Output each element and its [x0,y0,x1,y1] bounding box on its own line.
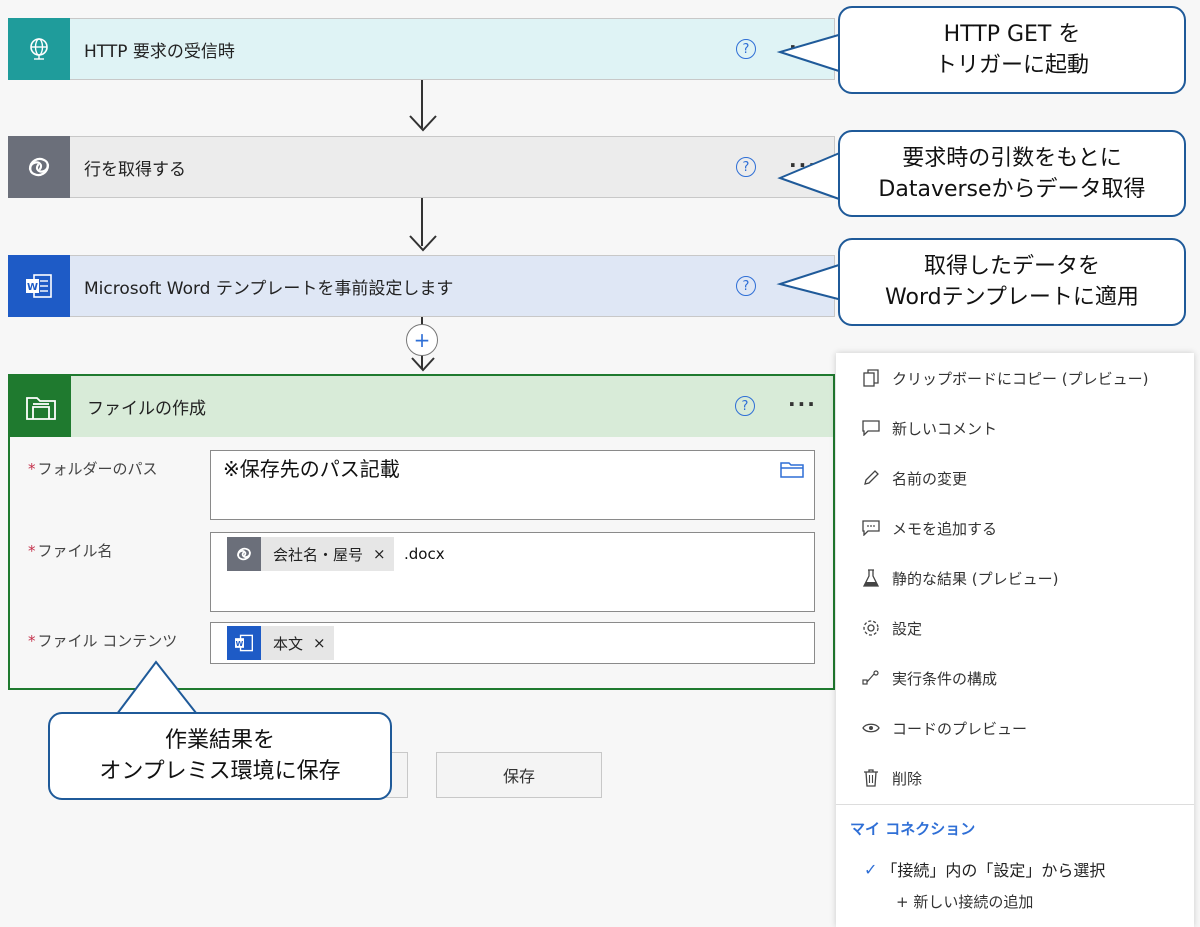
callout-pointer [776,263,843,301]
svg-text:W: W [236,640,244,648]
step-http-trigger[interactable]: HTTP 要求の受信時 ? ··· [8,17,835,80]
callout-trigger: HTTP GET を トリガーに起動 [838,6,1186,94]
dataverse-icon [8,135,70,198]
help-icon[interactable]: ? [736,39,756,59]
folder-path-label: *フォルダーのパス [28,460,158,478]
connection-label: 「接続」内の「設定」から選択 [881,861,1106,880]
callout-pointer [777,151,843,201]
dataverse-icon [227,537,261,571]
checkmark-icon: ✓ [864,859,878,879]
step-header[interactable]: ファイルの作成 ? ··· [10,376,833,437]
callout-save: 作業結果を オンプレミス環境に保存 [48,712,392,800]
help-icon[interactable]: ? [736,276,756,296]
gear-icon [860,617,882,639]
folder-icon [10,376,71,437]
folder-path-value: ※保存先のパス記載 [223,457,400,481]
add-connection-link[interactable]: + 新しい接続の追加 [896,893,1034,911]
comment-icon [860,417,882,439]
help-icon[interactable]: ? [736,157,756,177]
menu-item-static-result[interactable]: 静的な結果 (プレビュー) [860,567,1058,589]
globe-network-icon [8,17,70,80]
step-title: 行を取得する [84,159,186,180]
step-get-row[interactable]: 行を取得する ? ··· [8,135,835,198]
callout-word: 取得したデータを Wordテンプレートに適用 [838,238,1186,326]
menu-item-run-after[interactable]: 実行条件の構成 [860,667,997,689]
folder-picker-icon[interactable] [780,460,804,478]
connection-item[interactable]: ✓ 「接続」内の「設定」から選択 [864,857,1105,881]
connections-header: マイ コネクション [850,820,976,838]
menu-item-peek-code[interactable]: コードのプレビュー [860,717,1027,739]
word-icon: W [8,254,70,317]
svg-text:W: W [27,282,38,293]
save-button[interactable]: 保存 [436,752,602,798]
callout-pointer [113,660,201,719]
menu-item-settings[interactable]: 設定 [860,617,922,639]
note-icon [860,517,882,539]
connector-line [421,80,423,128]
menu-item-new-comment[interactable]: 新しいコメント [860,417,997,439]
close-icon[interactable]: × [373,545,386,563]
step-title: Microsoft Word テンプレートを事前設定します [84,278,454,299]
arrow-down-icon [411,357,435,372]
file-name-field[interactable]: 会社名・屋号 × .docx [210,532,815,612]
run-after-icon [860,667,882,689]
file-content-field[interactable]: W 本文 × [210,622,815,664]
flask-icon [860,567,882,589]
file-name-label: *ファイル名 [28,542,113,560]
help-icon[interactable]: ? [735,396,755,416]
word-icon: W [227,626,261,660]
step-title: HTTP 要求の受信時 [84,41,235,62]
save-label: 保存 [502,767,535,786]
file-name-suffix: .docx [404,545,445,563]
arrow-down-icon [409,235,437,252]
pencil-icon [860,467,882,489]
dynamic-content-token[interactable]: W 本文 × [227,626,334,660]
menu-item-add-note[interactable]: メモを追加する [860,517,997,539]
callout-pointer [776,33,843,73]
menu-item-copy[interactable]: クリップボードにコピー (プレビュー) [860,367,1148,389]
token-label: 会社名・屋号 [273,545,364,564]
menu-divider [836,804,1194,805]
arrow-down-icon [409,115,437,132]
menu-item-rename[interactable]: 名前の変更 [860,467,967,489]
copy-icon [860,367,882,389]
trash-icon [860,767,882,789]
step-title: ファイルの作成 [87,399,206,419]
file-content-label: *ファイル コンテンツ [28,632,178,650]
connector-line [421,198,423,246]
more-options-button[interactable]: ··· [788,392,817,416]
callout-get-row: 要求時の引数をもとに Dataverseからデータ取得 [838,130,1186,217]
close-icon[interactable]: × [313,634,326,652]
step-word-template[interactable]: W Microsoft Word テンプレートを事前設定します ? ··· [8,254,835,317]
eye-icon [860,717,882,739]
context-menu: クリップボードにコピー (プレビュー) 新しいコメント 名前の変更 メモを追加す… [836,353,1194,927]
step-create-file: ファイルの作成 ? ··· *フォルダーのパス ※保存先のパス記載 *ファイル名… [8,374,835,690]
dynamic-content-token[interactable]: 会社名・屋号 × [227,537,394,571]
plus-icon: + [413,328,431,352]
folder-path-field[interactable]: ※保存先のパス記載 [210,450,815,520]
menu-item-delete[interactable]: 削除 [860,767,922,789]
add-step-button[interactable]: + [406,324,438,356]
token-label: 本文 [273,634,304,653]
